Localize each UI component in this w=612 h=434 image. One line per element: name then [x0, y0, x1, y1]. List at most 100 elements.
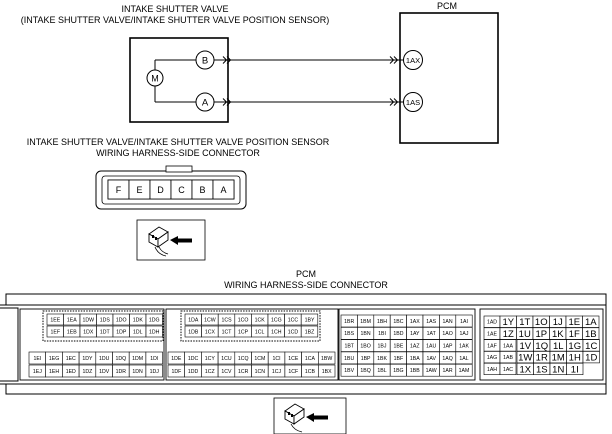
- pcm-cavity-label: 1DJ: [150, 369, 160, 375]
- pcm-cavity-label: 1CW: [204, 317, 216, 323]
- pcm-cavity: [300, 325, 319, 338]
- pcm-cavity-label: 1BQ: [360, 368, 370, 374]
- pcm-cavity-label: 1DK: [133, 317, 144, 323]
- pcm-cavity: [582, 351, 600, 364]
- pcm-cavity-label: 1DI: [150, 356, 158, 362]
- pcm-cavity: [455, 363, 473, 377]
- pcm-cavity-label: 1DY: [82, 356, 93, 362]
- pcm-cavity-label: 1DN: [132, 369, 143, 375]
- pcm-cavity-label: 1BZ: [305, 329, 315, 335]
- pcm-cavity-label: 1BU: [344, 356, 354, 362]
- pcm-cavity-label: 1DH: [149, 329, 160, 335]
- pcm-cavity: [317, 351, 336, 365]
- pcm-cavity: [145, 364, 163, 378]
- pcm-connector-title: PCM: [296, 269, 316, 279]
- pcm-cavity-label: 1AU: [426, 344, 436, 350]
- pcm-cavity-label: 1BX: [322, 369, 332, 375]
- pcm-cavity-label: 1BH: [377, 319, 387, 325]
- pcm-cavity-label: 1EH: [49, 369, 59, 375]
- pcm-cavity-label: 1DL: [133, 329, 143, 335]
- pcm-cavity-label: 1DD: [188, 369, 199, 375]
- pcm-cavity-label: 1I: [571, 364, 579, 375]
- pcm-cavity-label: 1M: [552, 353, 565, 364]
- pcm-cavity-label: 1BE: [393, 344, 403, 350]
- pcm-cavity-label: 1CE: [288, 356, 299, 362]
- valve-cavity-label: C: [178, 185, 185, 195]
- pcm-cavity-label: 1CK: [255, 317, 266, 323]
- pcm-cavity-label: 1J: [553, 317, 563, 328]
- pcm-cavity-label: 1AQ: [442, 356, 452, 362]
- pcm-pin-1as: [403, 92, 423, 112]
- valve-cavity-label: B: [199, 185, 205, 195]
- pcm-cavity-label: 1CQ: [238, 356, 249, 362]
- pcm-cavity-label: 1AV: [426, 356, 436, 362]
- motor-symbol: M: [146, 59, 196, 103]
- pcm-cavity-label: 1AT: [427, 331, 437, 337]
- pcm-cavity: [566, 362, 584, 376]
- pcm-cavity-label: 1D: [585, 353, 597, 364]
- valve-cavity-label: E: [136, 185, 142, 195]
- connector-view-arrow-icon: [273, 397, 347, 434]
- pcm-cavity-label: 1E: [568, 317, 580, 328]
- pcm-cavity-label: 1DQ: [116, 356, 127, 362]
- pcm-cavity-label: 1DE: [171, 356, 182, 362]
- valve-connector-subtitle: WIRING HARNESS-SIDE CONNECTOR: [96, 148, 260, 158]
- pcm-pin-1ax-label: 1AX: [406, 56, 420, 65]
- pcm-cavity-label: 1EF: [50, 329, 60, 335]
- pcm-cavity-label: 1CF: [288, 369, 298, 375]
- valve-cavity: [212, 179, 235, 200]
- pcm-cavity-label: 1DU: [99, 356, 110, 362]
- pcm-cavity-label: 1AZ: [410, 344, 420, 350]
- pcm-cavity-label: 1CC: [288, 317, 299, 323]
- pcm-cavity-label: 1B: [585, 329, 597, 340]
- pcm-cavity-label: 1DS: [100, 317, 111, 323]
- pcm-cavity-label: 1DW: [82, 317, 94, 323]
- pcm-cavity: [499, 362, 517, 376]
- pcm-cavity-label: 1P: [535, 329, 547, 340]
- pcm-cavity-label: 1CT: [222, 329, 233, 335]
- pcm-cavity-label: 1AW: [426, 368, 437, 374]
- pcm-cavity-label: 1DC: [188, 356, 199, 362]
- pcm-cavity-label: 1BG: [393, 368, 403, 374]
- pcm-cavity-label: 1AD: [487, 320, 497, 326]
- pcm-cavity-label: 1BR: [344, 319, 354, 325]
- pcm-cavity-label: 1L: [553, 341, 564, 352]
- pcm-cavity-label: 1AJ: [460, 331, 469, 337]
- pcm-connector-subtitle: WIRING HARNESS-SIDE CONNECTOR: [224, 280, 388, 290]
- pcm-cavity-label: 1CZ: [205, 369, 215, 375]
- valve-pin-b-label: B: [202, 56, 208, 67]
- pcm-cavity-label: 1A: [585, 317, 597, 328]
- pcm-cavity-label: 1DP: [116, 329, 127, 335]
- pcm-cavity-label: 1CG: [271, 317, 282, 323]
- pcm-cavity-label: 1CU: [221, 356, 232, 362]
- pcm-cavity-label: 1DM: [132, 356, 143, 362]
- pcm-cavity-label: 1DR: [116, 369, 127, 375]
- pcm-cavity-label: 1DZ: [83, 369, 93, 375]
- pcm-cavity-label: 1S: [536, 364, 548, 375]
- pcm-cavity-label: 1AM: [459, 368, 470, 374]
- pcm-cavity-label: 1BJ: [378, 344, 387, 350]
- pcm-cavity-label: 1EE: [50, 317, 60, 323]
- pcm-cavity-label: 1BC: [393, 319, 403, 325]
- pcm-cavity-label: 1DX: [83, 329, 94, 335]
- pcm-cavity: [317, 364, 336, 378]
- pcm-cavity-label: 1BW: [321, 356, 332, 362]
- pcm-cavity-label: 1DO: [116, 317, 127, 323]
- pcm-cavity-label: 1AN: [443, 319, 453, 325]
- pcm-cavity-label: 1CO: [238, 317, 249, 323]
- pcm-cavity-label: 1R: [536, 353, 548, 364]
- wire-b-to-1ax: [214, 56, 403, 64]
- pcm-cavity-label: 1H: [569, 353, 581, 364]
- valve-title: INTAKE SHUTTER VALVE: [121, 4, 228, 14]
- pcm-cavity-label: 1BF: [394, 356, 404, 362]
- pcm-cavity-label: 1DV: [99, 369, 110, 375]
- pcm-cavity-label: 1EA: [67, 317, 77, 323]
- pcm-cavity-label: 1DF: [171, 369, 181, 375]
- pcm-cavity-label: 1CR: [238, 369, 249, 375]
- pcm-cavity-label: 1AI: [460, 319, 468, 325]
- pcm-cavity-label: 1BP: [361, 356, 371, 362]
- pcm-box: [399, 12, 499, 144]
- pcm-cavity: [582, 327, 600, 340]
- pcm-cavity: [455, 351, 473, 365]
- connector-view-arrow-icon: [136, 219, 206, 261]
